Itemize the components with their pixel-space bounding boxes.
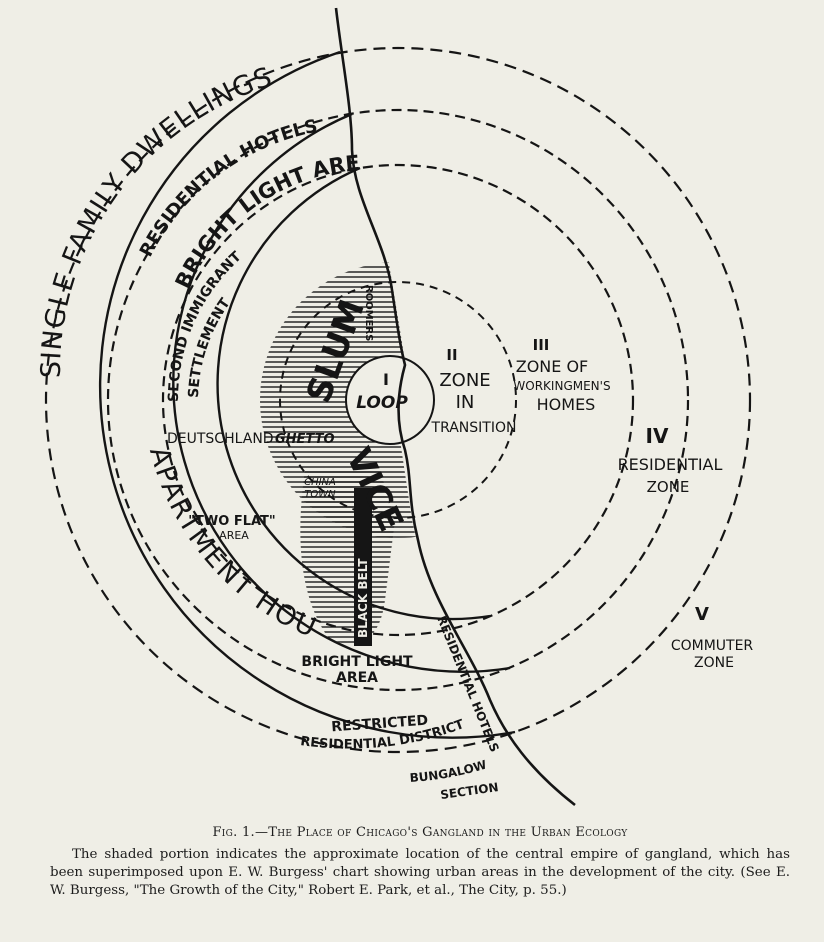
lake-shore-line: [334, 7, 576, 807]
zone-3-number: III: [533, 336, 550, 354]
zone-4-line1: RESIDENTIAL: [618, 455, 723, 474]
zone-4-solid-arc: [172, 112, 511, 673]
zone-2-line2: IN: [456, 392, 475, 413]
label-roomers: ROOMERS: [363, 285, 374, 341]
figure-caption-block: Fig. 1.—The Place of Chicago's Gangland …: [50, 825, 790, 900]
urban-ecology-diagram: SINGLE FAMILY DWELLINGS RESIDENTIAL HOTE…: [0, 0, 754, 807]
label-bungalow-section-top: BUNGALOW: [409, 758, 488, 786]
figure-caption: The shaded portion indicates the approxi…: [50, 847, 790, 898]
black-belt-strip: [354, 488, 372, 646]
zone-3-solid-arc: [216, 166, 491, 621]
label-chinatown-2: TOWN: [304, 489, 336, 500]
label-deutschland: DEUTSCHLAND: [167, 431, 274, 447]
zone-2-line1: ZONE: [439, 370, 490, 391]
zone-3-line2: WORKINGMEN'S: [513, 379, 610, 393]
label-two-flat-1: "TWO FLAT": [188, 514, 275, 529]
label-chinatown-1: CHINA: [304, 477, 336, 488]
zone-3-line3: HOMES: [537, 395, 596, 414]
zone-5-solid-arc: [98, 50, 516, 739]
zone-2-number: II: [446, 346, 457, 364]
zone-1-loop-circle: [345, 355, 435, 445]
zone-5-line2: ZONE: [694, 655, 734, 671]
gangland-shaded-area: [260, 262, 470, 644]
zone-4-line2: ZONE: [647, 478, 690, 496]
zone-1-name: LOOP: [356, 393, 408, 413]
label-bright-light-area: BRIGHT LIGHT AREA: [0, 0, 361, 292]
label-black-belt: BLACK BELT: [356, 558, 370, 638]
zone-4-circle: [106, 108, 690, 692]
zone-3-line1: ZONE OF: [516, 357, 589, 376]
label-bright-light-area-2-line2: AREA: [336, 670, 378, 686]
label-restricted: RESTRICTED: [331, 713, 429, 736]
label-ghetto: GHETTO: [275, 432, 335, 447]
zone-5-number: V: [695, 604, 709, 625]
figure-title: Fig. 1.—The Place of Chicago's Gangland …: [212, 825, 628, 840]
label-bright-light-area-2-line1: BRIGHT LIGHT: [301, 654, 413, 670]
zone-5-line1: COMMUTER: [671, 638, 754, 654]
label-two-flat-2: AREA: [219, 529, 249, 542]
zone-circles: [44, 46, 752, 754]
zone-3-circle: [161, 163, 635, 637]
zone-4-number: IV: [646, 424, 669, 448]
zone-1-number: I: [383, 370, 389, 389]
label-bungalow-section-bottom: SECTION: [439, 780, 499, 802]
zone-2-line3: TRANSITION: [431, 420, 517, 436]
zone-5-circle: [44, 46, 752, 754]
zone-2-circle: [279, 281, 517, 519]
